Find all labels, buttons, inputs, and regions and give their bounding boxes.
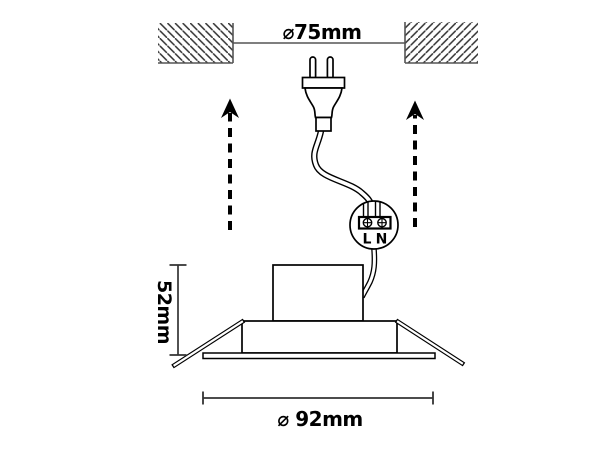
plug-body — [304, 87, 343, 119]
height-dimension-ticks — [169, 264, 187, 356]
terminal-label-neutral: N — [376, 232, 388, 248]
plug-pin-left — [309, 56, 317, 80]
arrow-up-icon — [406, 100, 424, 120]
trim-ring — [202, 352, 436, 360]
terminal-screw-live — [362, 217, 373, 228]
plug-pin-right — [326, 56, 334, 80]
screw-cross-icon — [378, 219, 386, 227]
driver-box — [272, 264, 364, 322]
terminal-label-live: L — [363, 232, 372, 248]
connector-input-wires — [362, 201, 381, 217]
terminal-screw-neutral — [377, 217, 387, 228]
terminal-block — [357, 215, 392, 230]
arrow-up-icon — [221, 98, 239, 118]
power-plug-icon — [301, 56, 346, 132]
fixture-diameter-label: ⌀ 92mm — [277, 407, 363, 431]
cutout-dimension: ⌀75mm — [233, 20, 405, 44]
screw-cross-icon — [363, 219, 372, 227]
fixture-height-label: 52mm — [153, 280, 175, 344]
ceiling-section-right — [404, 22, 478, 64]
height-dimension: 52mm — [153, 264, 187, 356]
diameter-dimension: ⌀ 92mm — [202, 391, 434, 431]
diameter-dimension-ticks — [202, 391, 434, 405]
ceiling-section-left — [158, 23, 234, 64]
fixture-wire — [359, 248, 378, 299]
plug-collar — [301, 76, 346, 89]
ceiling-hatch-left — [158, 23, 233, 63]
ceiling-hatch-right — [405, 22, 478, 63]
spring-clip-right — [394, 318, 466, 367]
cutout-diameter-label: ⌀75mm — [282, 20, 361, 44]
cable-core — [312, 130, 374, 206]
terminal-connector: L N — [349, 200, 399, 250]
insert-arrow-left — [221, 98, 239, 230]
plug-tail — [315, 116, 332, 132]
insert-arrow-right — [406, 100, 424, 227]
lamp-body — [241, 320, 398, 354]
downlight-fixture — [171, 264, 466, 369]
wire-core — [360, 248, 376, 298]
spring-clip-left — [171, 318, 246, 369]
mains-cable — [311, 130, 375, 207]
